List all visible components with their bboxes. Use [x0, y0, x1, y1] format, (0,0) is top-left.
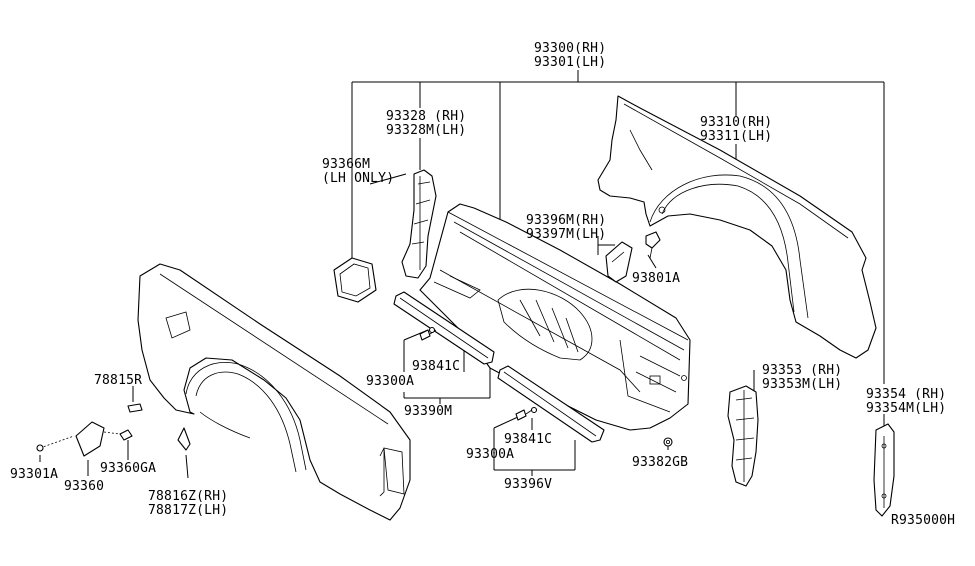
rubber-bumper-78815r	[127, 403, 143, 413]
stake-bracket-93328	[401, 169, 437, 279]
rear-post-93354	[873, 423, 895, 517]
label-93397m: 93397M(LH)	[526, 227, 606, 242]
label-93300a-2: 93300A	[466, 447, 514, 462]
cover-93360	[75, 421, 105, 457]
label-78815r: 78815R	[94, 373, 142, 388]
label-93360ga: 93360GA	[100, 461, 156, 476]
cross-member-lower	[497, 365, 605, 443]
label-93328: 93328 (RH)	[386, 109, 466, 124]
label-93301: 93301(LH)	[534, 55, 606, 70]
label-93841c-2: 93841C	[504, 432, 552, 447]
clip-93360ga	[103, 429, 133, 441]
label-93382gb: 93382GB	[632, 455, 688, 470]
label-93353m: 93353M(LH)	[762, 377, 842, 392]
seal-78816z	[177, 427, 191, 451]
label-93353: 93353 (RH)	[762, 363, 842, 378]
label-78817z: 78817Z(LH)	[148, 503, 228, 518]
label-93841c-1: 93841C	[412, 359, 460, 374]
label-93366m: 93366M	[322, 157, 370, 172]
label-lh-only: (LH ONLY)	[322, 171, 394, 186]
label-78816z: 78816Z(RH)	[148, 489, 228, 504]
filler-housing-93366m	[333, 257, 377, 303]
stake-bracket-93353	[727, 385, 759, 487]
nut-93382gb	[663, 437, 673, 447]
label-reference-code: R935000H	[891, 513, 955, 528]
leader-lines	[39, 70, 885, 479]
label-93390m: 93390M	[404, 404, 452, 419]
label-93354m: 93354M(LH)	[866, 401, 946, 416]
label-93801a: 93801A	[632, 271, 680, 286]
clip-93801a	[645, 231, 661, 259]
side-panel-rear-rh	[597, 95, 877, 359]
label-93396v: 93396V	[504, 477, 552, 492]
part-labels: 93300(RH) 93301(LH) 93328 (RH) 93328M(LH…	[10, 41, 955, 528]
label-93300a-1: 93300A	[366, 374, 414, 389]
bracket-93396m	[605, 241, 633, 283]
bolts-93300a	[419, 326, 538, 421]
screw-93301a	[36, 435, 75, 452]
label-93300: 93300(RH)	[534, 41, 606, 56]
label-93360: 93360	[64, 479, 104, 494]
label-93354: 93354 (RH)	[866, 387, 946, 402]
label-93301a: 93301A	[10, 467, 58, 482]
cross-member-upper	[393, 291, 495, 365]
side-panel-front-lh	[137, 263, 411, 521]
label-93310: 93310(RH)	[700, 115, 772, 130]
label-93328m: 93328M(LH)	[386, 123, 466, 138]
label-93311: 93311(LH)	[700, 129, 772, 144]
label-93396m: 93396M(RH)	[526, 213, 606, 228]
